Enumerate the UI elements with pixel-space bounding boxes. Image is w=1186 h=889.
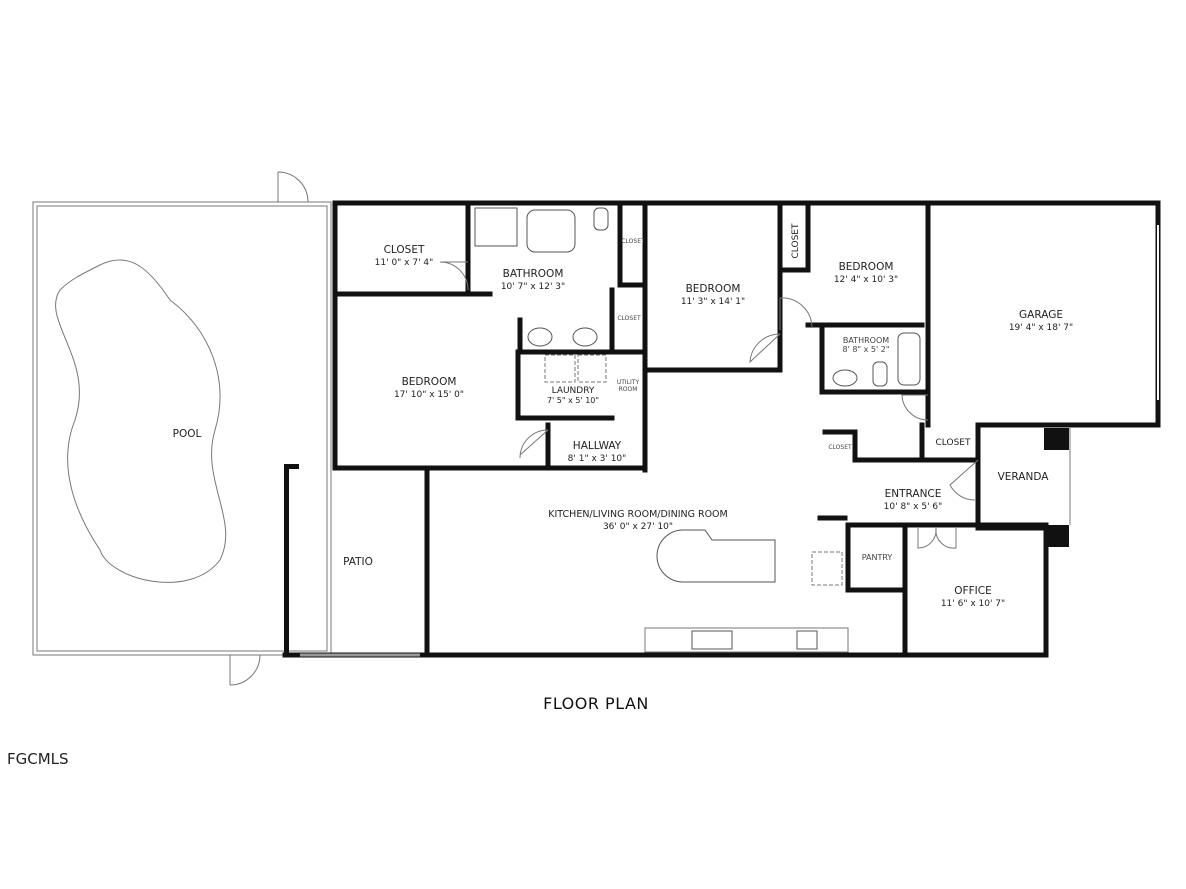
room-label-closet: CLOSET (617, 315, 641, 322)
room-label-laundry: LAUNDRY (552, 386, 595, 396)
room-label-bedroom-2: BEDROOM (686, 283, 741, 295)
room-label-bathroom: BATHROOM (503, 268, 564, 280)
washer-icon (544, 354, 576, 383)
room-dims-laundry: 7' 5" x 5' 10" (547, 396, 599, 405)
room-label-pantry: PANTRY (862, 553, 893, 562)
plan-title: FLOOR PLAN (543, 694, 649, 713)
room-label-entrance: ENTRANCE (885, 488, 942, 500)
room-dims-bedroom-2: 11' 3" x 14' 1" (681, 297, 745, 307)
room-dims-bathroom: 10' 7" x 12' 3" (501, 282, 565, 292)
watermark: FGCMLS (7, 750, 69, 768)
room-dims-office: 11' 6" x 10' 7" (941, 599, 1005, 609)
pool-shape (55, 259, 227, 583)
room-label-closet: CLOSET (384, 244, 425, 256)
room-dims-kitchen: 36' 0" x 27' 10" (603, 522, 673, 532)
sink-icon (527, 327, 553, 347)
bathtub-icon (526, 209, 576, 253)
room-label-pool: POOL (173, 428, 202, 440)
toilet-icon (593, 207, 609, 231)
room-label-closet: CLOSET (828, 444, 852, 451)
room-dims-garage: 19' 4" x 18' 7" (1009, 323, 1073, 333)
room-label-closet: CLOSET (936, 438, 971, 448)
shower-icon (474, 207, 518, 247)
room-dims-hallway: 8' 1" x 3' 10" (568, 454, 627, 464)
room-label-bedroom: BEDROOM (402, 376, 457, 388)
room-label-veranda: VERANDA (998, 471, 1050, 483)
room-label-utility: UTILITY (617, 379, 640, 386)
doors (439, 261, 979, 549)
kitchen-counter (644, 627, 849, 653)
dryer-icon (577, 354, 607, 383)
room-dims-bedroom-3: 12' 4" x 10' 3" (834, 275, 898, 285)
bathtub-icon (897, 332, 921, 386)
room-label-bedroom-3: BEDROOM (839, 261, 894, 273)
room-label-closet: CLOSET (621, 238, 645, 245)
room-dims-bedroom: 17' 10" x 15' 0" (394, 390, 464, 400)
toilet-icon (872, 361, 888, 387)
kitchen-island (656, 529, 776, 583)
walls (282, 200, 1161, 658)
room-label-kitchen: KITCHEN/LIVING ROOM/DINING ROOM (548, 509, 727, 520)
room-label-closet: CLOSET (791, 223, 801, 258)
room-label-utility-2: ROOM (619, 386, 638, 393)
room-dims-entrance: 10' 8" x 5' 6" (884, 502, 943, 512)
room-label-garage: GARAGE (1019, 309, 1063, 321)
stove-icon (796, 630, 818, 650)
room-label-hallway: HALLWAY (573, 440, 622, 452)
door-icon (229, 654, 261, 686)
sink-icon (832, 369, 858, 387)
kitchen-sink-icon (691, 630, 733, 650)
room-dims-bathroom-2: 8' 8" x 5' 2" (842, 345, 889, 354)
fixtures (300, 207, 1159, 657)
room-label-patio: PATIO (343, 556, 373, 568)
door-icon (277, 171, 309, 203)
fridge-icon (811, 551, 843, 586)
room-label-bathroom-2: BATHROOM (843, 336, 889, 345)
room-dims-closet: 11' 0" x 7' 4" (375, 258, 434, 268)
pool-enclosure (32, 171, 332, 686)
room-label-office: OFFICE (954, 585, 991, 597)
sink-icon (572, 327, 598, 347)
room-labels: POOL PATIO CLOSET 11' 0" x 7' 4" BATHROO… (173, 223, 1074, 609)
